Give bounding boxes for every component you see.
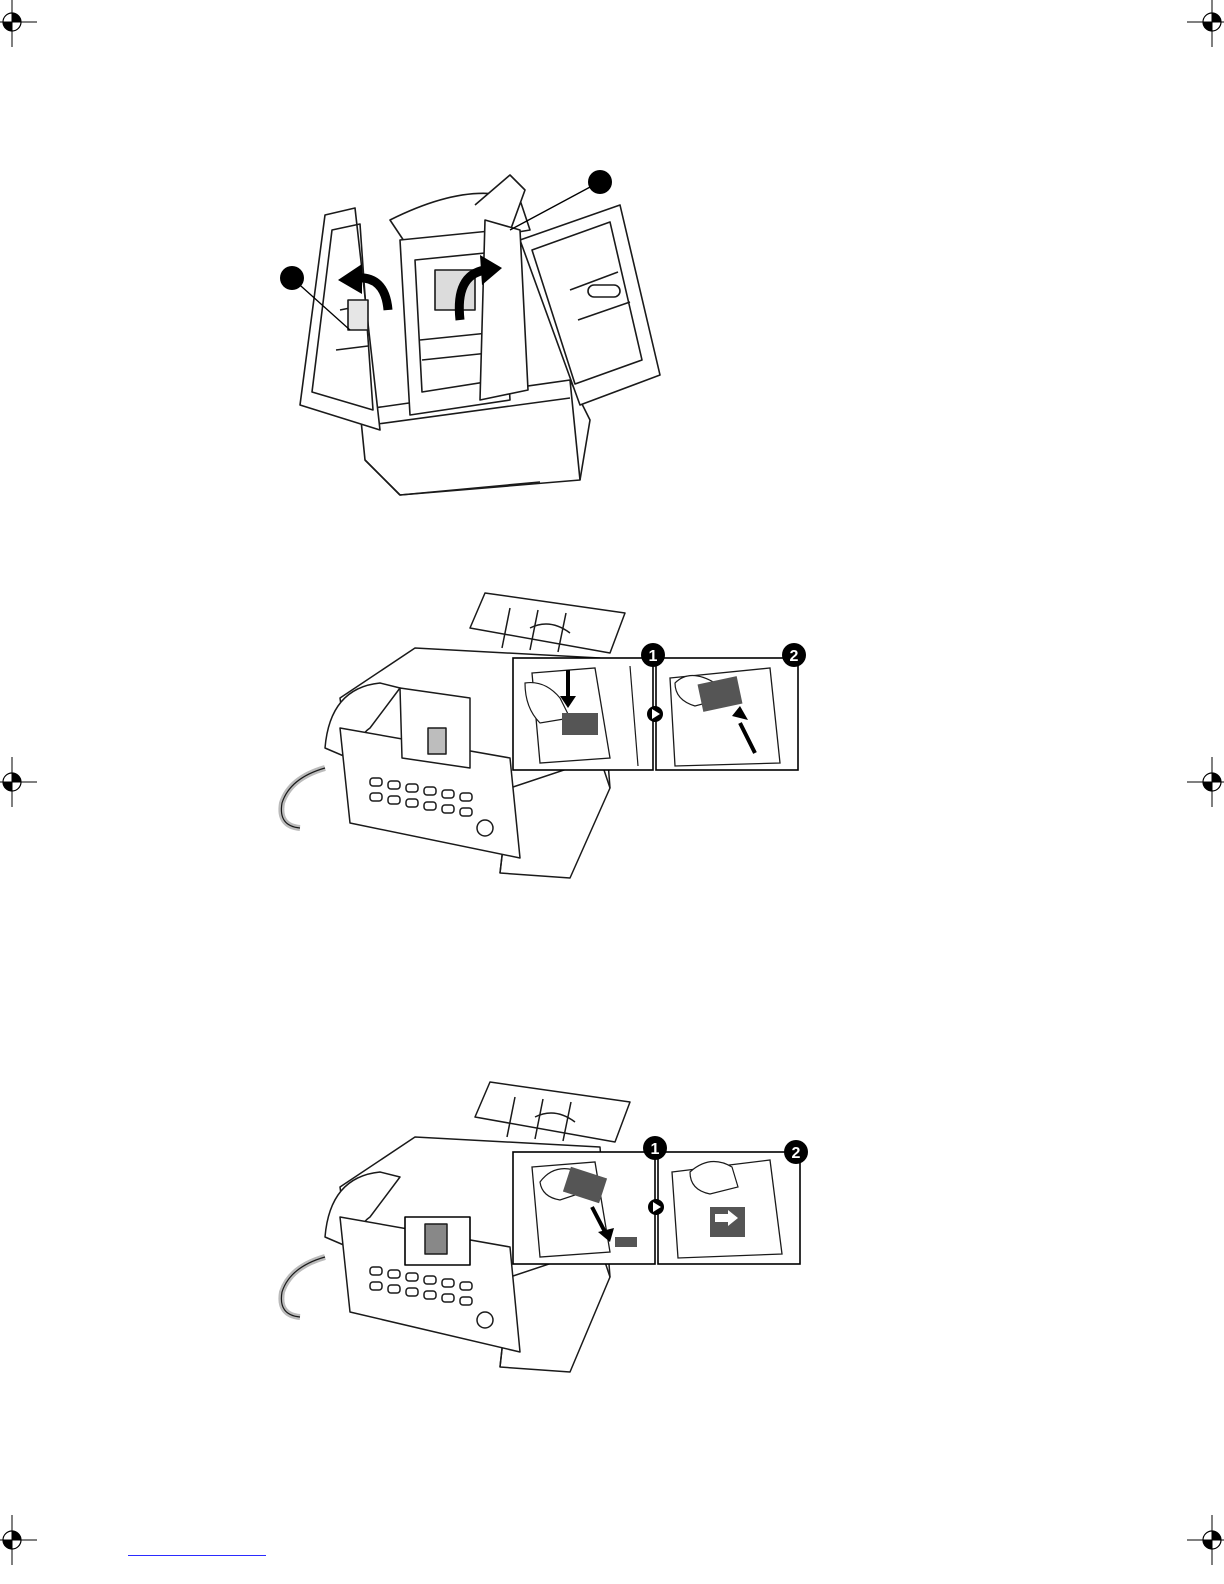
inset-step-1 xyxy=(513,1152,655,1264)
inset-step-2 xyxy=(658,1152,800,1264)
step-2-marker: 2 xyxy=(782,643,806,667)
registration-mark-mid-right xyxy=(1187,757,1224,807)
registration-mark-mid-left xyxy=(0,757,37,807)
svg-text:2: 2 xyxy=(790,648,799,665)
figure-open-front-panel xyxy=(270,160,670,510)
inset-step-1 xyxy=(513,658,653,770)
figure-remove-cartridge: 1 2 xyxy=(270,588,815,888)
step-2-marker: 2 xyxy=(784,1140,808,1164)
svg-text:1: 1 xyxy=(651,1141,660,1158)
registration-mark-bottom-left xyxy=(0,1515,37,1565)
play-arrow-icon xyxy=(648,1199,664,1215)
inset-step-2 xyxy=(656,658,798,770)
figure-install-cartridge: 1 2 xyxy=(270,1072,818,1382)
callout-right-marker xyxy=(588,170,612,194)
svg-text:2: 2 xyxy=(792,1145,801,1162)
registration-mark-bottom-right xyxy=(1187,1515,1224,1565)
play-arrow-icon xyxy=(647,706,663,722)
callout-left-marker xyxy=(280,266,304,290)
registration-mark-top-left xyxy=(0,0,37,47)
svg-text:1: 1 xyxy=(649,648,658,665)
step-1-marker: 1 xyxy=(641,643,665,667)
step-1-marker: 1 xyxy=(643,1136,667,1160)
registration-mark-top-right xyxy=(1187,0,1224,47)
footer-link-rule xyxy=(128,1555,266,1556)
